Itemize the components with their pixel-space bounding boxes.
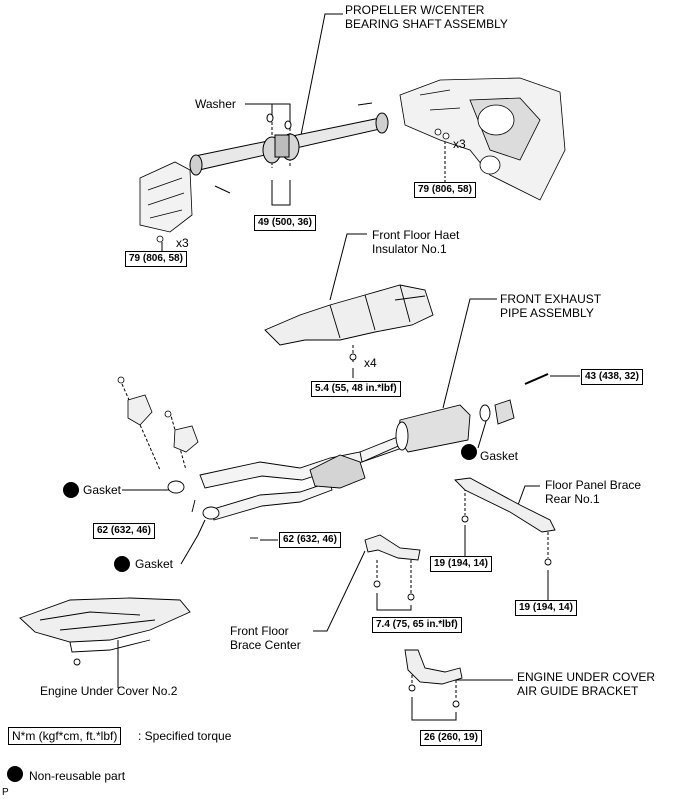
nonreusable-marker-gasket-lower bbox=[114, 556, 130, 572]
gasket-upper-label: Gasket bbox=[83, 483, 122, 497]
propeller-leader-line bbox=[299, 13, 343, 141]
legend-nonreusable-text: Non-reusable part bbox=[29, 769, 126, 783]
torque-49: 49 (500, 36) bbox=[254, 215, 316, 231]
torque-43: 43 (438, 32) bbox=[581, 369, 643, 385]
differential-graphic bbox=[399, 77, 566, 201]
nonreusable-marker-gasket-right bbox=[461, 444, 477, 460]
torque-19-upper: 19 (194, 14) bbox=[430, 556, 492, 572]
torque-79-left: 79 (806, 58) bbox=[125, 251, 187, 267]
propeller-shaft-label: PROPELLER W/CENTER BEARING SHAFT ASSEMBL… bbox=[345, 3, 508, 31]
engine-under-cover-no2-graphic bbox=[19, 597, 191, 666]
multiplier-x3-right: x3 bbox=[453, 137, 466, 151]
heat-insulator-graphic bbox=[264, 284, 434, 361]
legend-nonreusable-marker bbox=[7, 766, 23, 782]
front-floor-brace-center-graphic bbox=[364, 534, 421, 601]
torque-26: 26 (260, 19) bbox=[420, 730, 482, 746]
multiplier-x3-left: x3 bbox=[176, 236, 189, 250]
floor-panel-brace-label: Floor Panel Brace Rear No.1 bbox=[545, 478, 642, 506]
front-floor-brace-center-label: Front Floor Brace Center bbox=[230, 624, 301, 652]
torque-5-4: 5.4 (55, 48 in.*lbf) bbox=[311, 381, 401, 397]
legend-torque-desc: : Specified torque bbox=[138, 729, 232, 743]
torque-19-lower: 19 (194, 14) bbox=[515, 600, 577, 616]
floor-panel-brace-graphic bbox=[454, 477, 556, 566]
corner-mark: P bbox=[2, 787, 9, 798]
air-guide-bracket-label: ENGINE UNDER COVER AIR GUIDE BRACKET bbox=[517, 670, 656, 698]
air-guide-bracket-graphic bbox=[404, 649, 463, 708]
washer-leader-line-2 bbox=[272, 103, 291, 124]
gasket-right-label: Gasket bbox=[480, 449, 519, 463]
exhaust-pipe-graphic bbox=[167, 373, 549, 539]
exhaust-hangers-graphic bbox=[117, 376, 199, 453]
engine-under-cover-no2-label: Engine Under Cover No.2 bbox=[40, 684, 178, 698]
propeller-shaft-graphic bbox=[189, 102, 389, 194]
front-exhaust-pipe-label: FRONT EXHAUST PIPE ASSEMBLY bbox=[500, 292, 602, 320]
gasket-lower-leader-line bbox=[180, 519, 206, 565]
insulator-leader-line bbox=[329, 233, 367, 301]
torque-79-right: 79 (806, 58) bbox=[414, 182, 476, 198]
gasket-right-leader-line bbox=[477, 417, 488, 449]
floor-brace-leader-line bbox=[517, 485, 540, 506]
brace-center-leader-line bbox=[313, 550, 366, 632]
exhaust-leader-line bbox=[442, 298, 497, 409]
legend-torque-unit-box: N*m (kgf*cm, ft.*lbf) bbox=[8, 727, 122, 745]
gasket-lower-label: Gasket bbox=[135, 557, 174, 571]
torque-62-upper: 62 (632, 46) bbox=[93, 523, 155, 539]
torque-7-4: 7.4 (75, 65 in.*lbf) bbox=[372, 617, 462, 633]
nonreusable-marker-gasket-upper bbox=[63, 482, 79, 498]
torque-62-lower: 62 (632, 46) bbox=[279, 532, 341, 548]
heat-insulator-label: Front Floor Haet Insulator No.1 bbox=[372, 228, 460, 256]
multiplier-x4: x4 bbox=[364, 356, 377, 370]
washer-label: Washer bbox=[195, 97, 236, 111]
transmission-graphic bbox=[139, 161, 193, 243]
